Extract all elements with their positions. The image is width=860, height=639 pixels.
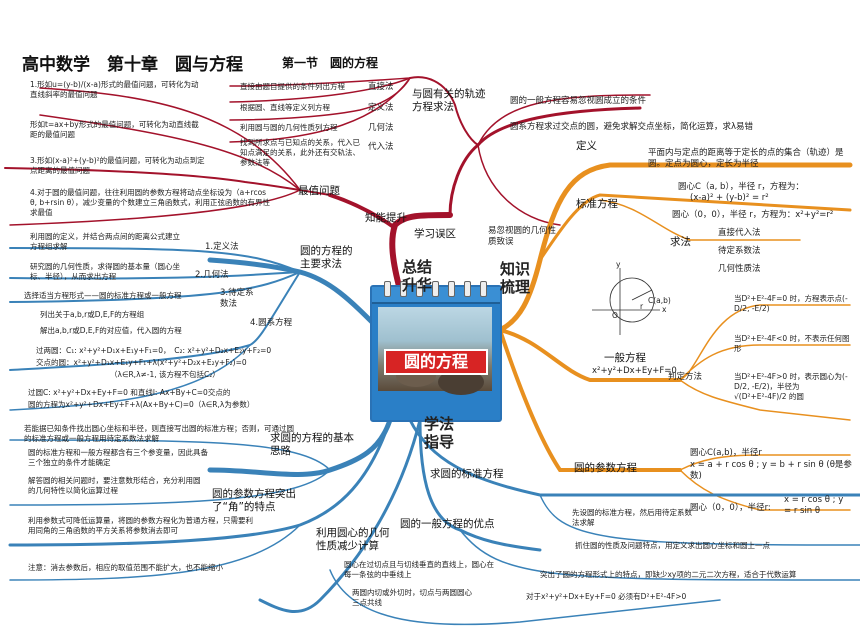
main-method-title: 圆的方程的主要求法 [300, 245, 353, 270]
def-text: 平面内与定点的距离等于定长的点的集合（轨迹）是圆。定点为圆心，定长为半径 [648, 148, 844, 169]
geo-1: 圆心在过切点且与切线垂直的直线上，圆心在每一条弦的中垂线上 [344, 560, 494, 579]
main-method-2-desc: 研究圆的几何性质，求得圆的基本量（圆心坐标、半径），从而求出方程 [30, 262, 180, 281]
std-item-1-eq: (x-a)² + (y-b)² = r² [690, 193, 769, 203]
main-method-3-step2: 列出关于a,b,r或D,E,F的方程组 [40, 310, 145, 319]
max-item-1: 1.形如u=(y-b)/(x-a)形式的最值问题，可转化为动直线斜率的最值问题 [30, 80, 199, 99]
traj-method-direct: 直接法 [368, 82, 394, 92]
center-title: 圆的方程 [384, 349, 488, 375]
center-card: 圆的方程 [370, 281, 502, 422]
traj-desc-4: 找到所求点与已知点的关系，代入已知点满足的关系，此外还有交轨法、参数法等 [240, 138, 360, 167]
main-method-2: 2.几何法 [195, 270, 229, 280]
mistake-3: 易忽视圆的几何性质致误 [488, 226, 557, 247]
main-method-4d: 过圆C: x²+y²+Dx+Ey+F=0 和直线l: Ax+By+C=0交点的 [28, 388, 231, 397]
solve-item-2: 待定系数法 [718, 246, 761, 256]
judge-2: 当D²+E²-4F<0 时，不表示任何图形 [734, 334, 850, 353]
angle-1: 利用参数式可降低运算量，将圆的参数方程化为普通方程，只需要利用同角的三角函数的平… [28, 516, 253, 535]
think-2: 圆的标准方程和一般方程都含有三个参变量，因此具备三个独立的条件才能确定 [28, 448, 208, 467]
branch-method: 学法 指导 [424, 415, 455, 451]
solve-label: 求法 [670, 236, 691, 248]
ability-label: 知能提升 [365, 212, 407, 224]
mistake-2: 圆系方程求过交点的圆，避免求解交点坐标，简化运算，求λ易错 [510, 122, 754, 132]
main-method-4e: 圆的方程为x²+y²+Dx+Ey+F+λ(Ax+By+C)=0（λ∈R,λ为参数… [28, 400, 255, 409]
angle-2: 注意：消去参数后，相应的取值范围不能扩大，也不能缩小 [28, 563, 223, 572]
graph-point-label: C(a,b) [648, 296, 671, 305]
param-2-eq: x = r cos θ ; y = r sin θ [784, 495, 844, 516]
main-method-4c: （λ∈R,λ≠-1, 该方程不包括C₂） [110, 370, 220, 379]
std-eq-title: 求圆的标准方程 [430, 468, 504, 480]
think-3: 解答圆的相关问题时，要注意数形结合，充分利用圆的几何特性以简化运算过程 [28, 476, 201, 495]
max-item-2: 形如t=ax+by形式的最值问题，可转化为动直线截距的最值问题 [30, 120, 199, 139]
solve-item-1: 直接代入法 [718, 228, 761, 238]
traj-desc-3: 利用圆与圆的几何性质列方程 [240, 123, 338, 132]
max-item-4: 4.对于圆的最值问题，往往利用圆的参数方程将动点坐标设为（a+rcos θ, b… [30, 188, 270, 217]
traj-desc-1: 直接由题目提供的条件列出方程 [240, 82, 345, 91]
think-1: 若能据已知条件找出圆心坐标和半径，则直接写出圆的标准方程；否则，可通过圆的标准方… [24, 424, 294, 443]
max-min-label: 最值问题 [298, 185, 340, 197]
main-method-4: 4.圆系方程 [250, 318, 293, 328]
misunderstand-label: 学习误区 [414, 228, 456, 240]
main-method-3-desc: 选择适当方程形式——圆的标准方程或一般方程 [24, 291, 182, 300]
gen-adv-1: 突出了圆的方程形式上的特点，即缺少xy项的二元二次方程，适合于代数运算 [540, 570, 797, 579]
std-eq-2: 抓住圆的性质及问题特点，用定义求出圆心坐标和圆上一点 [575, 541, 770, 550]
main-method-1-desc: 利用圆的定义，并结合两点间的距离公式建立方程组求解 [30, 232, 180, 251]
judge-3: 当D²+E²-4F>0 时，表示圆心为(-D/2, -E/2)，半径为 √(D²… [734, 372, 848, 401]
judge-label: 判定方法 [668, 372, 703, 382]
main-method-4b: 交点的圆：x²+y²+D₁x+E₁y+F₁+λ(x²+y²+D₂x+E₂y+F₂… [36, 358, 247, 367]
std-item-2: 圆心（0，0），半径 r，方程为：x²+y²=r² [672, 210, 834, 220]
std-item-1: 圆心C（a, b），半径 r，方程为： [678, 182, 804, 192]
branch-summary: 总结 升华 [402, 258, 433, 294]
param-label: 圆的参数方程 [574, 462, 637, 474]
mistake-1: 圆的一般方程容易忽视圆成立的条件 [510, 96, 647, 106]
geo-title: 利用圆心的几何性质减少计算 [316, 527, 390, 552]
traj-desc-2: 根据圆、直线等定义列方程 [240, 103, 330, 112]
param-1-eq: x = a + r cos θ ; y = b + r sin θ (θ是参数) [690, 460, 852, 481]
judge-1: 当D²+E²-4F=0 时，方程表示点(-D/2, -E/2) [734, 294, 848, 313]
geo-2: 两圆内切或外切时，切点与两圆圆心三点共线 [352, 588, 472, 607]
std-label: 标准方程 [576, 198, 618, 210]
main-method-4a: 过两圆：C₁: x²+y²+D₁x+E₁y+F₁=0， C₂: x²+y²+D₂… [36, 346, 272, 355]
page-title: 高中数学 第十章 圆与方程 [22, 55, 243, 75]
solve-item-3: 几何性质法 [718, 264, 761, 274]
graph-y-label: y [616, 260, 621, 269]
param-2: 圆心（0，0），半径r: [690, 503, 771, 513]
section-title: 第一节 圆的方程 [282, 56, 379, 70]
graph-o-label: O [612, 311, 618, 320]
gen-label: 一般方程 [604, 352, 646, 364]
trajectory-title: 与圆有关的轨迹方程求法 [412, 88, 486, 113]
main-method-3-step3: 解出a,b,r或D,E,F的对应值，代入圆的方程 [40, 326, 182, 335]
main-method-3: 3.待定系数法 [220, 288, 254, 309]
max-item-3: 3.形如(x-a)²+(y-b)²的最值问题，可转化为动点到定点距离的最值问题 [30, 156, 205, 175]
think-title: 求圆的方程的基本思路 [270, 432, 354, 457]
traj-method-substitution: 代入法 [368, 142, 394, 152]
traj-method-definition: 定义法 [368, 103, 394, 113]
gen-adv-2: 对于x²+y²+Dx+Ey+F=0 必须有D²+E²-4F>0 [526, 592, 687, 601]
gen-adv-title: 圆的一般方程的优点 [400, 518, 495, 530]
traj-method-geometry: 几何法 [368, 123, 394, 133]
angle-title: 圆的参数方程突出了“角”的特点 [212, 488, 296, 513]
def-label: 定义 [576, 140, 597, 152]
branch-knowledge: 知识 梳理 [500, 260, 531, 296]
graph-x-label: x [662, 305, 667, 314]
param-1: 圆心C(a,b)，半径r [690, 448, 762, 458]
graph-r-label: r [640, 302, 644, 311]
gen-eq: x²+y²+Dx+Ey+F=0 [592, 366, 677, 376]
main-method-1: 1.定义法 [205, 242, 239, 252]
std-eq-1: 先设圆的标准方程，然后用待定系数法求解 [572, 508, 692, 527]
